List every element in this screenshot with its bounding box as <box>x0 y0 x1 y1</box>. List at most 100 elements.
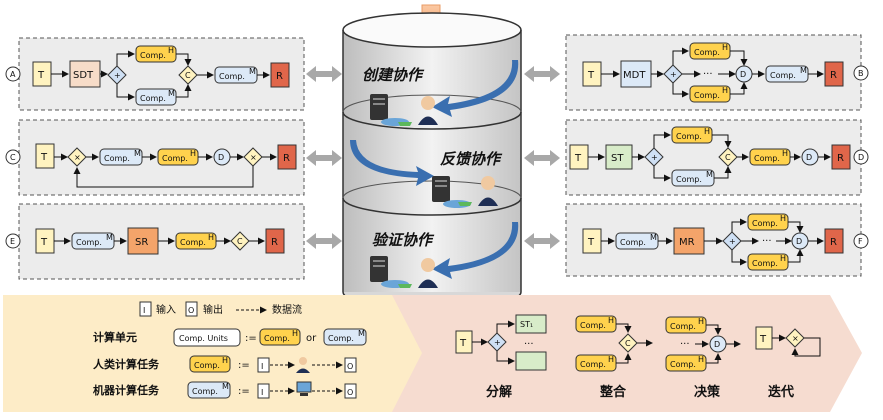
operations-panel: T + ST₁ ··· 分解 Comp.H Comp.H C 整合 Comp.H… <box>392 295 862 412</box>
legend-panel: I 输入 O 输出 数据流 计算单元 Comp. Units := Comp.H… <box>3 295 440 412</box>
panel-b: B T MDT + Comp.H ··· Comp.H D Comp.M R <box>565 34 869 111</box>
machine-badge: M <box>106 233 113 242</box>
split-gateway: + <box>114 71 121 80</box>
document-node: ST <box>611 153 624 164</box>
human-badge: H <box>190 149 196 158</box>
iterate-label: 迭代 <box>768 384 794 400</box>
human-badge: H <box>222 356 228 365</box>
panel-e: E T Comp.M SR Comp.H C R <box>5 203 305 280</box>
human-badge: H <box>208 233 214 242</box>
split-gateway: + <box>729 237 736 246</box>
result-node: R <box>830 70 837 81</box>
units-row-label: 计算单元 <box>93 330 137 344</box>
task-node: T <box>587 237 595 248</box>
human-badge: H <box>168 46 174 55</box>
decide-label: 决策 <box>694 384 721 400</box>
human-comp-node: Comp. <box>580 321 606 330</box>
machine-comp-node: Comp. <box>76 238 102 247</box>
dataflow-label: 数据流 <box>272 303 302 316</box>
human-badge: H <box>722 43 728 52</box>
op-integrate: Comp.H Comp.H C 整合 <box>575 315 653 400</box>
result-node: R <box>276 71 283 82</box>
human-comp-node: Comp. <box>694 48 720 57</box>
machine-badge: M <box>358 329 365 338</box>
result-node: R <box>271 237 278 248</box>
output-glyph: O <box>347 388 353 397</box>
panel-f-letter: F <box>858 237 863 246</box>
section-create-label: 创建协作 <box>362 66 425 84</box>
machine-comp-node: Comp. <box>104 154 130 163</box>
ellipsis: ··· <box>762 236 772 247</box>
output-glyph: O <box>347 362 353 371</box>
machine-comp-node: Comp. <box>620 238 646 247</box>
ellipsis: ··· <box>680 339 690 350</box>
cylinder: 创建协作 反馈协作 验证协作 <box>342 4 522 310</box>
op-iterate: T × 迭代 <box>755 326 821 400</box>
ellipsis: ··· <box>703 69 713 80</box>
join-gateway: C <box>185 71 191 80</box>
split-gateway: + <box>651 153 658 162</box>
human-badge: H <box>698 355 704 364</box>
machine-comp-node: Comp. <box>770 71 796 80</box>
person-icon <box>296 357 310 373</box>
section-feedback-label: 反馈协作 <box>440 150 503 168</box>
split-gateway: + <box>494 338 501 347</box>
machine-badge: M <box>168 89 175 98</box>
person-icon <box>458 176 498 206</box>
decision-node: D <box>714 340 720 349</box>
input-glyph: I <box>261 362 263 371</box>
assign-symbol: := <box>245 333 257 344</box>
human-comp-node: Comp. <box>264 334 290 343</box>
panel-d: D T ST + Comp.H Comp.M C Comp.H D R <box>565 119 869 196</box>
document-node: MDT <box>623 70 646 81</box>
machine-badge: M <box>706 170 713 179</box>
task-node: T <box>459 338 467 349</box>
input-label: 输入 <box>156 303 176 316</box>
integrate-label: 整合 <box>599 384 627 400</box>
decision-node: D <box>218 153 224 162</box>
machine-badge: M <box>134 149 141 158</box>
task-node: T <box>37 70 45 81</box>
ellipsis: ··· <box>524 339 534 350</box>
panel-c: C T × Comp.M Comp.H D × R <box>5 119 305 196</box>
join-gateway: C <box>725 153 731 162</box>
task-node: T <box>40 152 48 163</box>
computer-icon <box>296 381 312 396</box>
human-comp-node: Comp. <box>676 132 702 141</box>
human-comp-node: Comp. <box>754 154 780 163</box>
result-node: R <box>283 153 290 164</box>
human-badge: H <box>782 149 788 158</box>
human-badge: H <box>608 316 614 325</box>
machine-badge: M <box>800 66 807 75</box>
human-row-label: 人类计算任务 <box>93 357 160 371</box>
human-badge: H <box>704 127 710 136</box>
human-comp-node: Comp. <box>180 238 206 247</box>
human-comp-node: Comp. <box>162 154 188 163</box>
section-verify-label: 验证协作 <box>372 231 435 249</box>
flow-arrow-feedback <box>350 140 434 186</box>
units-box: Comp. Units <box>179 334 228 343</box>
machine-comp-node: Comp. <box>676 175 702 184</box>
human-badge: H <box>292 329 298 338</box>
document-node: SR <box>135 237 148 248</box>
machine-comp-node: Comp. <box>328 334 354 343</box>
human-badge: H <box>608 355 614 364</box>
split-gateway: + <box>670 70 677 79</box>
machine-comp-node: Comp. <box>140 94 166 103</box>
xor-gateway: × <box>792 334 799 343</box>
connector-arrows <box>306 66 560 249</box>
task-node: T <box>587 70 595 81</box>
result-node: R <box>830 237 837 248</box>
task-node: T <box>574 153 582 164</box>
human-comp-node: Comp. <box>670 322 696 331</box>
machine-comp-node: Comp. <box>192 387 218 396</box>
assign-symbol: := <box>238 386 250 397</box>
person-icon <box>398 258 438 288</box>
join-gateway: C <box>625 339 631 348</box>
human-badge: H <box>698 317 704 326</box>
assign-symbol: := <box>238 360 250 371</box>
xor-gateway: × <box>250 153 257 162</box>
human-comp-node: Comp. <box>670 360 696 369</box>
human-badge: H <box>780 214 786 223</box>
op-decide: Comp.H ··· Comp.H D 决策 <box>665 316 741 400</box>
